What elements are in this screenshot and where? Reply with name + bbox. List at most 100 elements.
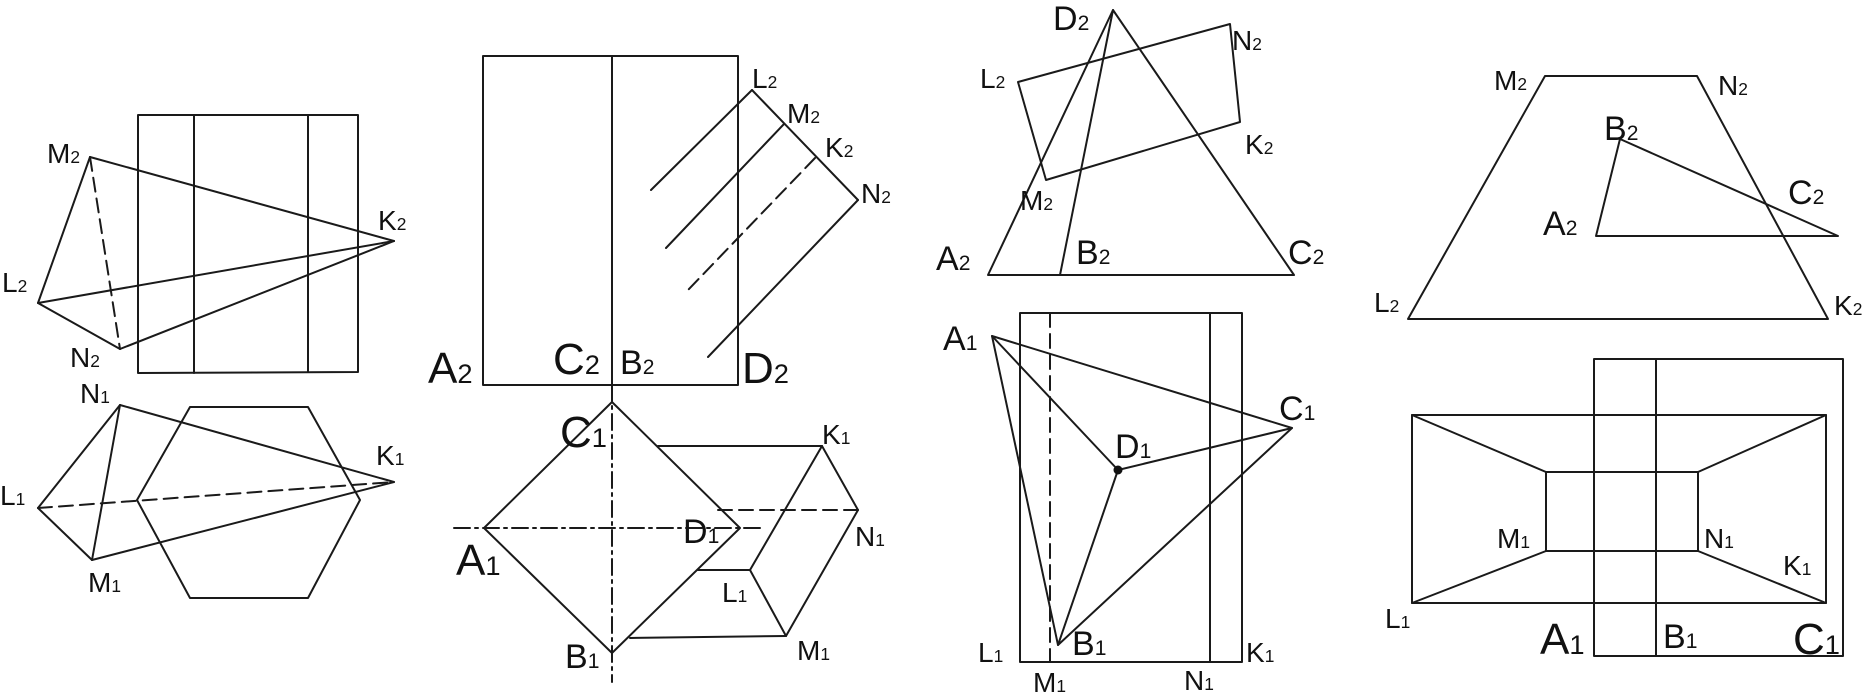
point-label-n2: N2: [1718, 70, 1748, 101]
pyramid-edge-m2-k2: [89, 156, 395, 242]
frustum-outer-rect: [1411, 414, 1827, 604]
point-label-l2: L2: [2, 267, 27, 298]
point-label-d2: D2: [1053, 0, 1089, 38]
pyramid-edge-d2-b2: [1059, 9, 1114, 276]
pyramid-edge-n1-k1: [119, 404, 395, 483]
point-label-a1: A1: [456, 536, 501, 585]
pyramid-edge-l1-m1: [37, 507, 93, 561]
point-label-b1: B1: [1663, 618, 1697, 656]
point-label-n1: N1: [1704, 523, 1734, 554]
hexagon-outline: [136, 406, 361, 599]
figure-4-frontal-projection: [1407, 75, 1839, 320]
pyramid-edge-b1-d1: [1057, 469, 1119, 646]
frustum-edge-k1: [1697, 550, 1827, 604]
point-label-k1: K1: [1246, 637, 1274, 668]
plane-hidden-trace-k2: [687, 157, 816, 291]
figure-3-labels: D2 N2 L2 K2 M2 A2 B2 C2 A1 C1 D1 L1 B1 K…: [936, 0, 1324, 695]
frustum-inner-rect: [1545, 471, 1699, 552]
figure-4-labels: M2 N2 B2 C2 A2 L2 K2 M1 N1 K1 L1 A1 B1 C…: [1374, 65, 1862, 664]
figure-3-horizontal-projection: [991, 312, 1293, 663]
point-label-m2: M2: [47, 138, 80, 169]
point-label-a1: A1: [1540, 615, 1585, 664]
triangle-outline: [1595, 138, 1839, 237]
point-label-a1: A1: [943, 320, 977, 358]
triangle-outline: [987, 9, 1295, 276]
figure-4-horizontal-projection: [1411, 358, 1844, 657]
prism-edge-m1-square: [629, 635, 787, 639]
pyramid-edge-m2-l2: [37, 156, 91, 304]
point-label-c2: C2: [1788, 174, 1824, 212]
pyramid-edge-c1-d1: [1117, 427, 1293, 471]
point-label-d2: D2: [742, 344, 789, 393]
point-label-m2: M2: [787, 98, 820, 129]
apex-point-d1: [1113, 465, 1123, 475]
plane-square-outline: [1017, 23, 1241, 181]
point-label-c1: C1: [1279, 390, 1315, 428]
figure-2-frontal-projection: [482, 55, 859, 386]
prism-edge-n1-m1: [785, 509, 859, 637]
point-label-c1: C1: [560, 408, 607, 457]
figure-1-horizontal-projection: [37, 404, 395, 599]
point-label-m1: M1: [88, 567, 121, 598]
point-label-l1: L1: [722, 577, 747, 608]
prism-horizontal-outline: [1593, 358, 1844, 657]
prism-frontal-outline: [482, 55, 739, 386]
figure-1-frontal-projection: [37, 114, 395, 374]
pyramid-edge-n2-k2: [119, 240, 395, 350]
pyramid-edge-l2-n2: [37, 302, 121, 350]
point-label-n1: N1: [855, 521, 885, 552]
pyramid-edge-a1-d1: [991, 335, 1119, 471]
point-label-n2: N2: [861, 178, 891, 209]
prism-edge-l1-m1: [749, 569, 787, 637]
square-base-outline: [483, 401, 741, 654]
point-label-m2: M2: [1020, 185, 1053, 216]
point-label-b2: B2: [1076, 234, 1110, 272]
pyramid-edge-l2-k2: [37, 240, 395, 304]
point-label-a2: A2: [1543, 205, 1577, 243]
frustum-edge: [1697, 414, 1827, 473]
pyramid-hidden-edge-m2-n2: [89, 156, 121, 350]
pyramid-edge-n1-m1: [91, 404, 121, 561]
point-label-k2: K2: [825, 132, 853, 163]
figure-2-horizontal-projection: [453, 384, 859, 683]
point-label-a2: A2: [936, 240, 970, 278]
figure-3-frontal-projection: [987, 9, 1295, 276]
point-label-l2: L2: [980, 63, 1005, 94]
prism-edge-k1-l1: [749, 445, 823, 571]
prism-frontal-outline: [137, 114, 359, 374]
point-label-m2: M2: [1494, 65, 1527, 96]
point-label-n1: N1: [80, 378, 110, 409]
pyramid-edge-m1-k1: [91, 481, 395, 561]
plane-edge-l2-n2: [751, 89, 859, 201]
figure-4: M2 N2 B2 C2 A2 L2 K2 M1 N1 K1 L1 A1 B1 C…: [1374, 65, 1862, 664]
figure-1: M2 K2 L2 N2 N1 K1 L1 M1: [0, 114, 406, 599]
plane-trace-l2: [650, 89, 753, 191]
point-label-b1: B1: [565, 638, 599, 676]
point-label-k1: K1: [1783, 550, 1811, 581]
point-label-k2: K2: [1834, 290, 1862, 321]
pyramid-hidden-edge-l1-k1: [37, 481, 395, 509]
point-label-b2: B2: [1604, 110, 1638, 148]
frustum-edge: [1411, 414, 1547, 473]
trapezoid-outline: [1407, 75, 1829, 320]
point-label-c2: C2: [553, 335, 600, 384]
figure-2: L2 M2 K2 N2 A2 C2 B2 D2 C1 K1 A1 D1 N1 L…: [428, 55, 891, 683]
point-label-m1: M1: [797, 635, 830, 666]
point-label-d1: D1: [683, 513, 719, 551]
prism-edge-k1-n1: [821, 445, 859, 511]
point-label-l1: L1: [978, 637, 1003, 668]
plane-trace-n2: [707, 199, 859, 358]
point-label-l2: L2: [752, 63, 777, 94]
point-label-n2: N2: [1232, 25, 1262, 56]
point-label-d1: D1: [1115, 428, 1151, 466]
point-label-m1: M1: [1033, 667, 1066, 695]
pyramid-base-triangle: [991, 335, 1293, 646]
point-label-k1: K1: [376, 440, 404, 471]
point-label-l1: L1: [0, 480, 25, 511]
point-label-a2: A2: [428, 344, 473, 393]
point-label-c2: C2: [1288, 234, 1324, 272]
point-label-k2: K2: [378, 205, 406, 236]
point-label-k2: K2: [1245, 129, 1273, 160]
